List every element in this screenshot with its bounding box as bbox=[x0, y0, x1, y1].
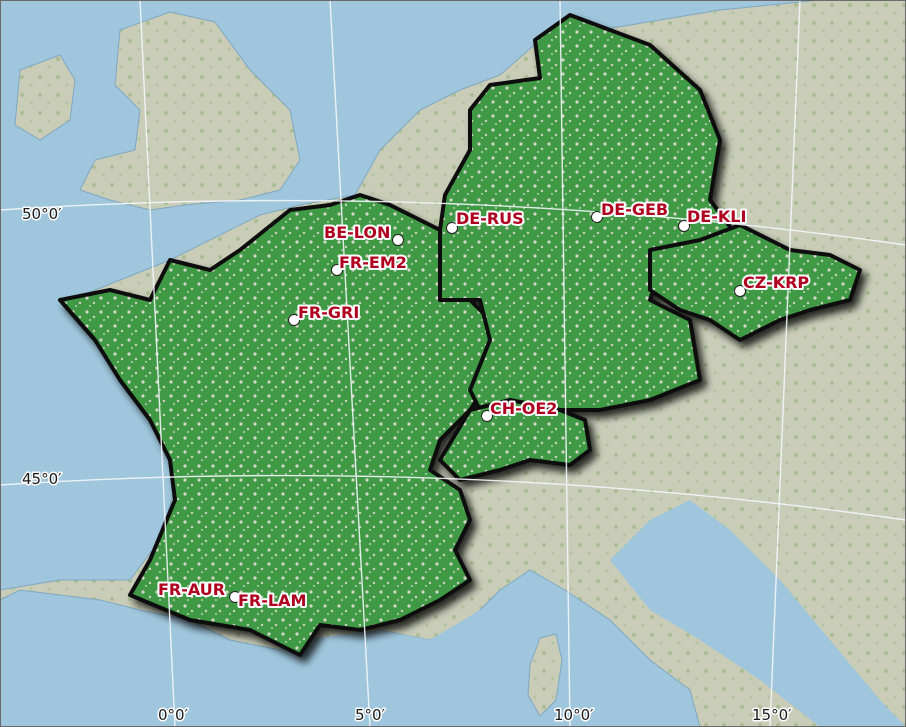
site-de-rus[interactable]: DE-RUS bbox=[446, 207, 526, 234]
site-label-de-kli: DE-KLI bbox=[687, 207, 746, 226]
site-fr-lam[interactable]: FR-LAM bbox=[236, 589, 308, 612]
mediterranean-sea bbox=[280, 585, 690, 727]
site-markers: BE-LON FR-EM2 FR-GRI DE-RUS DE-GEB DE-KL… bbox=[156, 198, 811, 612]
site-label-fr-em2: FR-EM2 bbox=[339, 253, 407, 272]
site-fr-gri[interactable]: FR-GRI bbox=[288, 301, 361, 326]
lat-45-label: 45°0′ bbox=[22, 470, 62, 488]
site-be-lon[interactable]: BE-LON bbox=[322, 221, 404, 246]
great-britain-land bbox=[79, 11, 301, 211]
site-ch-oe2[interactable]: CH-OE2 bbox=[481, 397, 559, 422]
czechia-forest-region bbox=[648, 223, 862, 342]
site-marker-dot bbox=[591, 211, 603, 223]
site-label-be-lon: BE-LON bbox=[324, 223, 390, 242]
site-label-fr-aur: FR-AUR bbox=[158, 580, 225, 599]
site-cz-krp[interactable]: CZ-KRP bbox=[734, 271, 811, 297]
site-label-de-geb: DE-GEB bbox=[601, 200, 668, 219]
lon-5-label: 5°0′ bbox=[355, 706, 386, 724]
site-marker-dot bbox=[331, 264, 343, 276]
lon-0-label: 0°0′ bbox=[158, 706, 189, 724]
meridian-15 bbox=[769, 0, 801, 727]
site-label-de-rus: DE-RUS bbox=[456, 209, 524, 228]
site-fr-em2[interactable]: FR-EM2 bbox=[331, 251, 409, 276]
site-marker-dot bbox=[229, 591, 241, 603]
site-de-geb[interactable]: DE-GEB bbox=[591, 198, 670, 223]
lon-15-label: 15°0′ bbox=[752, 706, 792, 724]
site-marker-dot bbox=[288, 314, 300, 326]
site-marker-dot bbox=[392, 234, 404, 246]
site-label-ch-oe2: CH-OE2 bbox=[490, 399, 557, 418]
site-label-fr-gri: FR-GRI bbox=[298, 303, 359, 322]
study-region bbox=[58, 13, 862, 657]
site-marker-dot bbox=[481, 410, 493, 422]
site-label-cz-krp: CZ-KRP bbox=[743, 273, 809, 292]
adriatic-sea bbox=[610, 500, 906, 727]
site-marker-dot bbox=[678, 220, 690, 232]
france-forest-region bbox=[58, 193, 502, 657]
lat-50-label: 50°0′ bbox=[22, 205, 62, 223]
site-de-kli[interactable]: DE-KLI bbox=[678, 205, 748, 232]
meridian-0 bbox=[139, 0, 176, 727]
site-marker-dot bbox=[734, 285, 746, 297]
site-fr-aur[interactable]: FR-AUR bbox=[156, 578, 241, 603]
meridian-10 bbox=[559, 0, 571, 727]
site-label-fr-lam: FR-LAM bbox=[238, 591, 306, 610]
coordinate-labels: 50°0′ 45°0′ 0°0′ 5°0′ 10°0′ 15°0′ bbox=[21, 204, 794, 726]
parallel-45 bbox=[0, 474, 906, 521]
parallel-50 bbox=[0, 199, 906, 246]
switzerland-forest-region bbox=[438, 398, 592, 482]
site-marker-dot bbox=[446, 222, 458, 234]
corsica-land bbox=[527, 633, 563, 717]
lon-10-label: 10°0′ bbox=[554, 706, 594, 724]
ireland-land bbox=[14, 54, 76, 141]
meridian-5 bbox=[329, 0, 371, 727]
